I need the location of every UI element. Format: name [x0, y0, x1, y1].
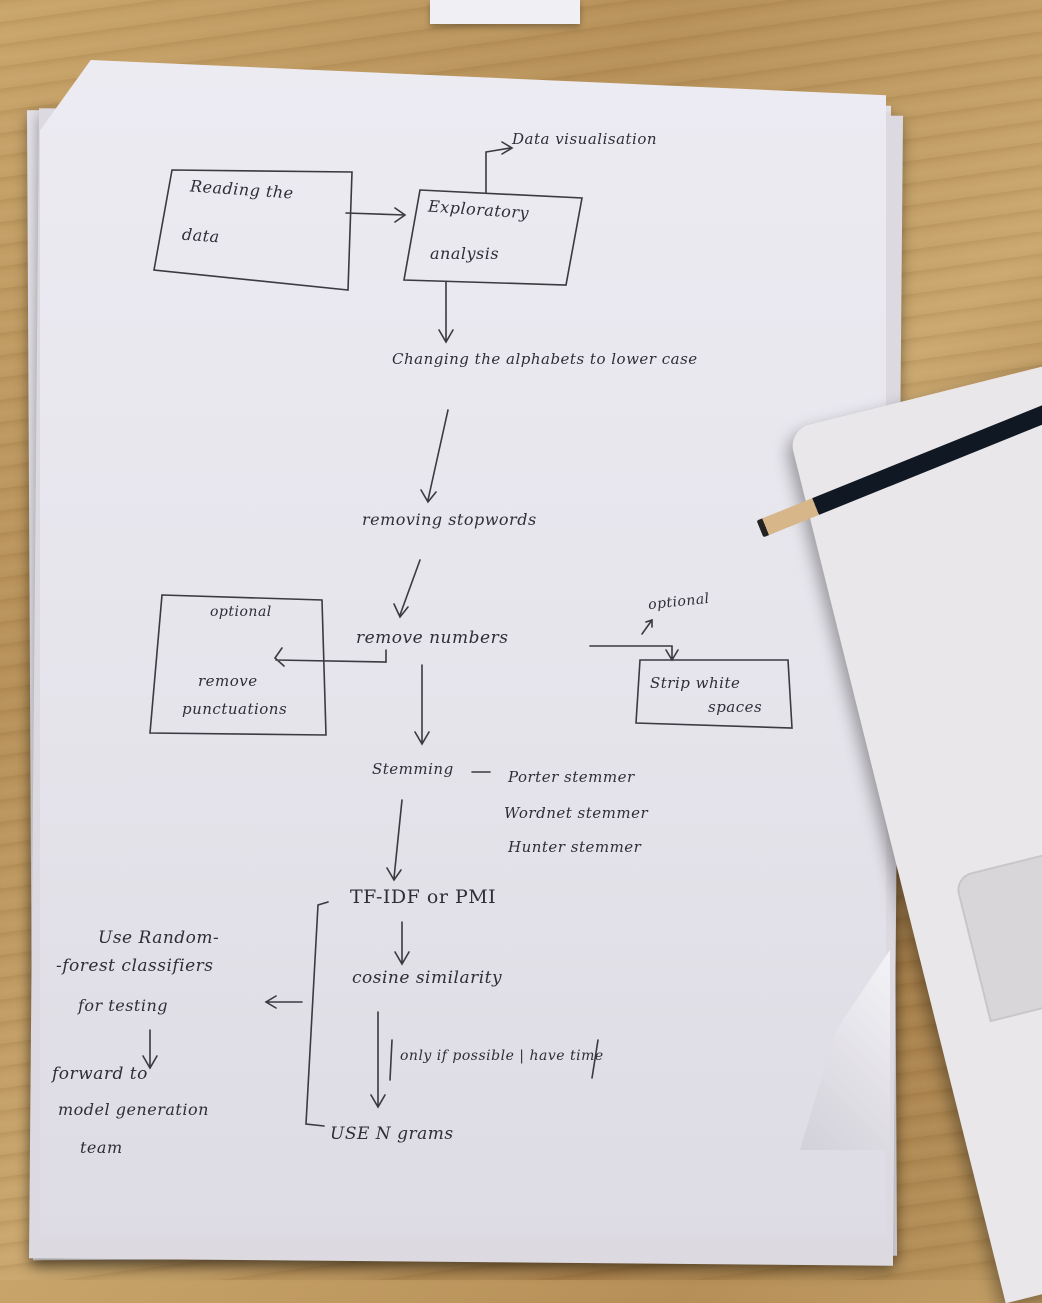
label-strip-white: Strip white [650, 674, 741, 692]
label-for-testing: for testing [78, 996, 168, 1015]
label-use-ngrams: USE N grams [330, 1124, 454, 1144]
label-spaces: spaces [708, 698, 763, 716]
label-porter-stemmer: Porter stemmer [508, 768, 635, 786]
label-data-visualisation: Data visualisation [512, 130, 658, 148]
label-only-if-possible: only if possible | have time [400, 1048, 604, 1064]
label-wordnet-stemmer: Wordnet stemmer [504, 804, 649, 822]
label-forward-to: forward to [52, 1064, 148, 1084]
bracket-left [305, 901, 329, 1127]
bar-have-time [591, 1039, 599, 1079]
label-changing-lowercase: Changing the alphabets to lower case [392, 350, 698, 368]
label-remove: remove [198, 672, 258, 690]
arrow-optional-up [641, 618, 653, 635]
arrow-to-cosine [394, 921, 410, 966]
label-hunter-stemmer: Hunter stemmer [508, 838, 642, 856]
arrow-to-numbers [393, 559, 421, 619]
label-data: data [181, 224, 221, 247]
label-punctuations: punctuations [182, 700, 288, 718]
arrow-reading-to-exploratory [345, 207, 407, 223]
arrow-to-punctuation [273, 647, 387, 667]
label-analysis: analysis [430, 244, 500, 263]
label-remove-numbers: remove numbers [356, 628, 509, 648]
arrow-to-ngrams [370, 1011, 386, 1109]
box-reading-data [153, 169, 353, 291]
label-stemming: Stemming [372, 760, 454, 778]
label-forest-classifiers: -forest classifiers [56, 956, 214, 976]
arrow-to-stemming [414, 664, 430, 746]
arrow-to-strip [589, 645, 679, 662]
arrow-to-forward [142, 1029, 158, 1070]
arrow-to-stopwords [420, 409, 449, 504]
arrow-to-visualisation [485, 141, 514, 193]
label-model-generation: model generation [58, 1100, 209, 1119]
box-exploratory [403, 189, 583, 286]
label-optional-left: optional [210, 604, 272, 620]
label-tf-idf-pmi: TF-IDF or PMI [350, 886, 497, 908]
label-removing-stopwords: removing stopwords [362, 510, 537, 529]
sheet-of-paper [40, 60, 886, 1235]
box-optional-punctuation [149, 594, 327, 736]
label-use-random: Use Random- [98, 928, 220, 948]
bar-only-if-possible [389, 1039, 393, 1081]
paper-edge-top [430, 0, 580, 24]
arrow-to-changing [438, 281, 454, 344]
box-strip-spaces [635, 659, 793, 729]
label-team: team [80, 1138, 123, 1157]
arrow-to-random-forest [264, 995, 303, 1009]
arrow-to-tfidf [386, 799, 403, 882]
label-cosine-similarity: cosine similarity [352, 968, 503, 988]
